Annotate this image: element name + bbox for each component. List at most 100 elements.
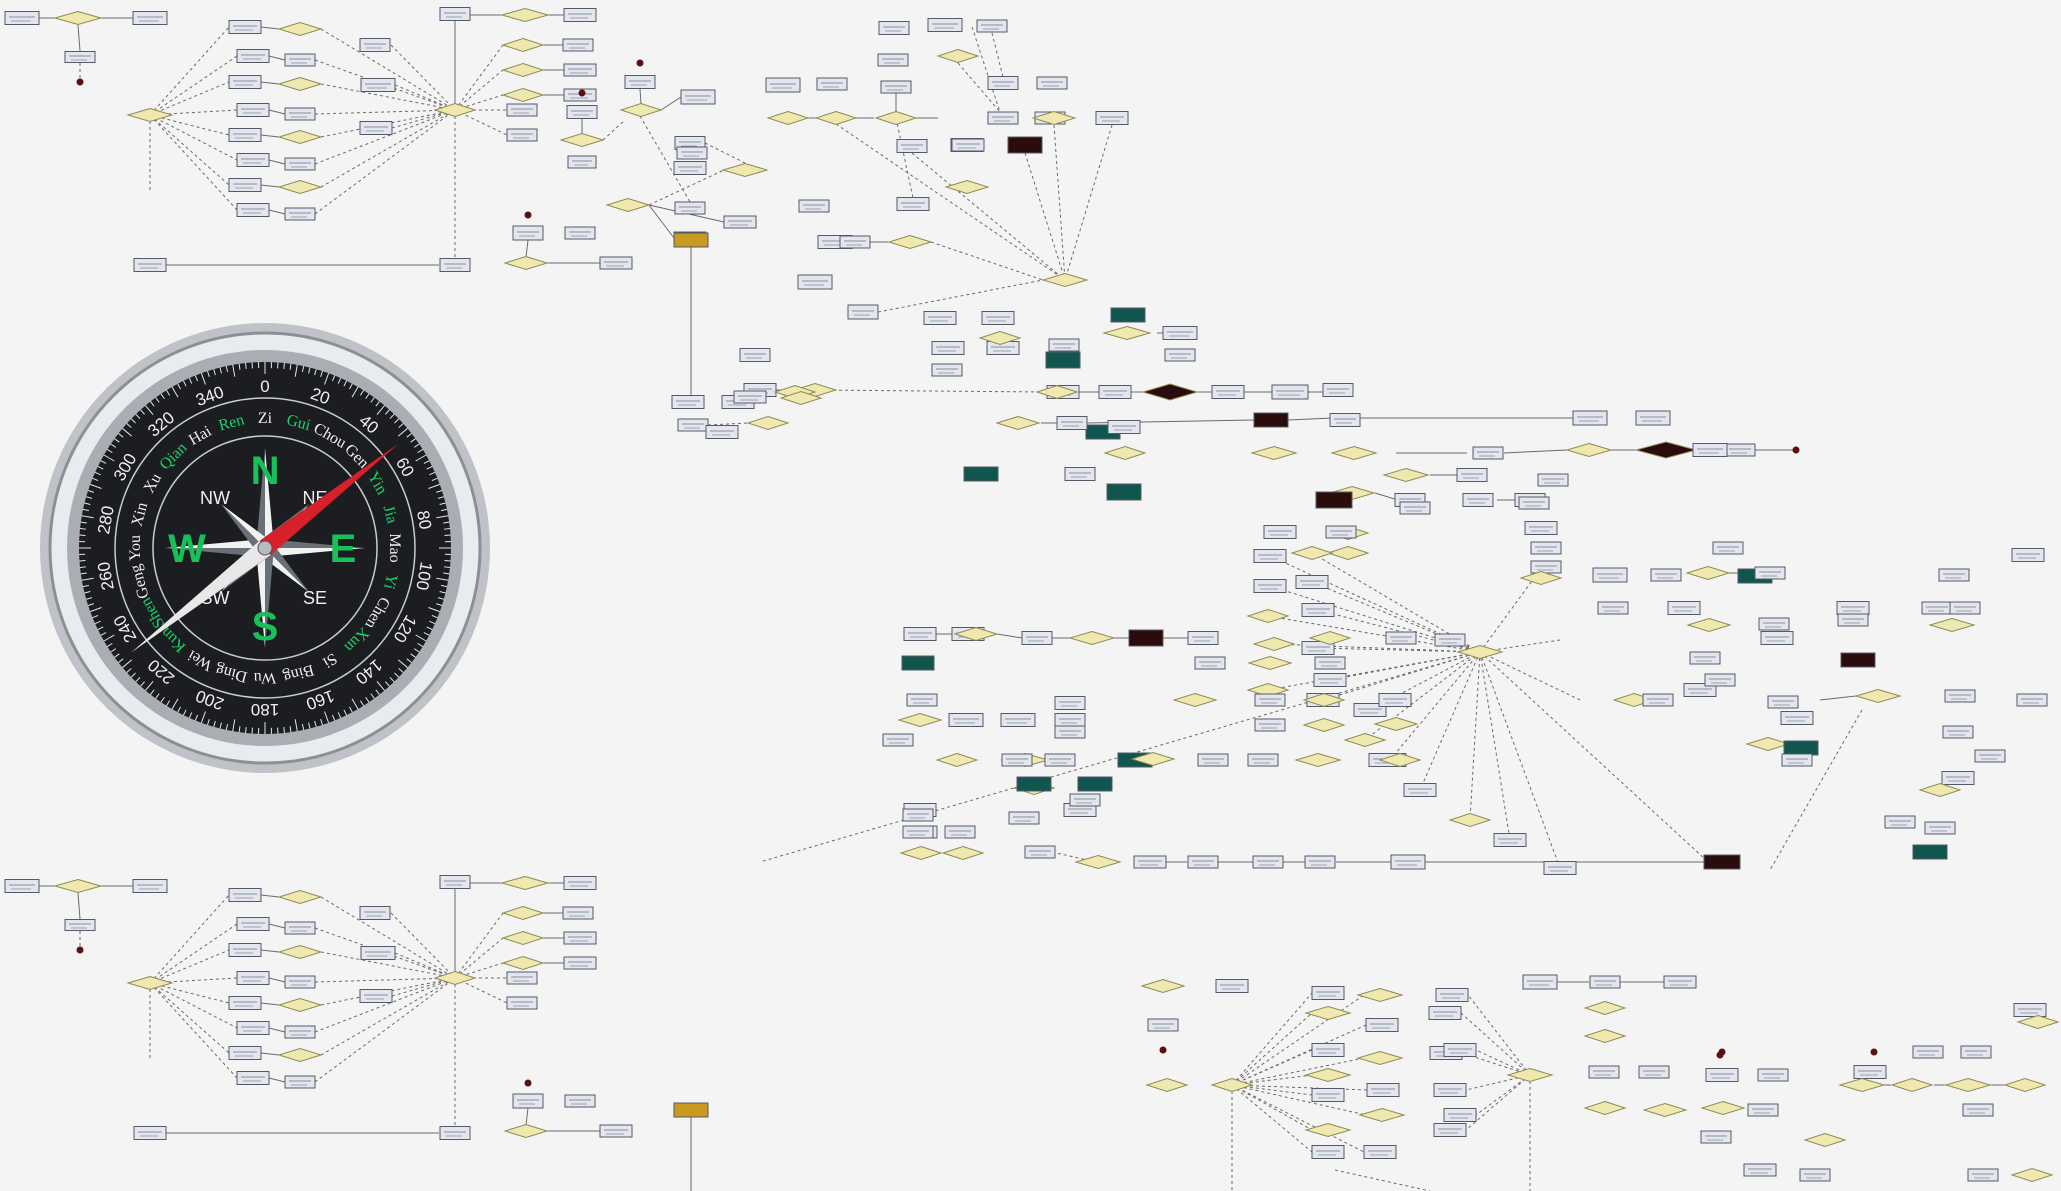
process-box — [64, 51, 96, 63]
degree-tick — [232, 364, 236, 377]
degree-tick — [415, 454, 427, 462]
process-box — [1443, 1043, 1477, 1057]
process-box — [1758, 617, 1790, 631]
process-box — [1783, 740, 1819, 756]
degree-tick — [443, 566, 451, 568]
process-box — [1147, 1018, 1179, 1032]
process-box — [705, 425, 739, 439]
degree-tick — [110, 648, 117, 653]
rose-point — [221, 504, 272, 555]
degree-tick — [423, 460, 430, 464]
degree-tick — [232, 719, 236, 732]
process-box — [677, 418, 709, 432]
degree-tick — [331, 375, 336, 382]
degree-tick — [394, 418, 400, 424]
degree-tick — [126, 423, 132, 428]
branch-label: Gui — [285, 412, 313, 435]
degree-tick — [385, 409, 390, 415]
degree-tick — [394, 672, 400, 678]
process-box — [1663, 975, 1697, 989]
degree-tick — [439, 502, 446, 505]
edge — [260, 894, 280, 898]
process-box — [133, 1126, 167, 1140]
process-box — [1938, 568, 1970, 582]
decision-diamond — [944, 179, 990, 195]
degree-tick — [443, 521, 450, 524]
process-box — [1974, 749, 2006, 763]
edge — [1231, 1084, 1313, 1153]
process-box — [1271, 384, 1309, 400]
decision-diamond — [503, 255, 549, 271]
degree-tick — [92, 477, 99, 482]
decision-diamond — [1130, 751, 1176, 767]
decision-diamond — [1041, 272, 1089, 288]
decision-diamond — [995, 415, 1041, 431]
start-marker — [524, 211, 532, 219]
edge — [454, 109, 508, 136]
degree-tick — [283, 726, 285, 734]
process-box — [1962, 1103, 1994, 1117]
decision-diamond — [2010, 1167, 2054, 1183]
branch-label: Ren — [217, 411, 246, 434]
degree-label: 0 — [260, 377, 269, 396]
process-box — [1780, 711, 1814, 725]
degree-tick — [283, 362, 285, 370]
process-box — [1537, 473, 1569, 487]
degree-tick — [351, 386, 359, 398]
process-box — [1747, 1103, 1779, 1117]
edge — [320, 896, 456, 979]
process-box — [981, 311, 1015, 325]
process-box — [1329, 413, 1361, 427]
decision-diamond — [1634, 441, 1698, 459]
process-box — [566, 105, 598, 119]
decision-diamond — [277, 129, 323, 145]
process-box — [1433, 1083, 1467, 1097]
degree-tick — [443, 572, 450, 575]
edge — [149, 894, 230, 984]
process-box — [228, 178, 262, 192]
decision-diamond — [874, 110, 918, 126]
degree-tick — [225, 723, 229, 731]
edge — [1479, 569, 1541, 653]
edge — [1479, 651, 1511, 841]
degree-label: 180 — [251, 700, 279, 719]
process-box — [1960, 1045, 1992, 1059]
degree-tick — [145, 405, 154, 416]
degree-tick — [331, 714, 336, 721]
process-box — [1077, 776, 1113, 792]
decision-diamond — [1928, 617, 1976, 633]
rose-point — [165, 539, 265, 557]
process-box — [359, 121, 393, 135]
process-box — [927, 18, 963, 32]
degree-tick — [314, 720, 317, 727]
cardinal-label: W — [168, 527, 206, 571]
edge — [320, 951, 456, 979]
rose-point — [265, 539, 365, 557]
edge — [996, 633, 1023, 639]
decision-diamond — [1944, 1077, 1992, 1093]
degree-tick — [213, 720, 216, 727]
edge — [1467, 994, 1531, 1076]
degree-tick — [389, 413, 395, 419]
process-box — [284, 207, 316, 221]
process-box — [512, 225, 544, 241]
degree-tick — [135, 677, 141, 683]
edge — [268, 159, 286, 165]
edge — [525, 1107, 529, 1126]
degree-tick — [219, 367, 222, 374]
process-box — [1253, 412, 1289, 428]
edge — [704, 142, 746, 164]
process-box — [951, 138, 985, 152]
edge — [268, 923, 286, 929]
process-box — [723, 215, 757, 229]
process-box — [1921, 601, 1953, 615]
edge — [149, 982, 230, 1004]
process-box — [1187, 855, 1219, 869]
decision-diamond — [1838, 1077, 1886, 1093]
process-box — [2011, 548, 2045, 562]
decision-diamond — [1326, 545, 1370, 561]
degree-tick — [86, 597, 93, 600]
process-box — [284, 1025, 316, 1039]
process-box — [564, 226, 596, 240]
